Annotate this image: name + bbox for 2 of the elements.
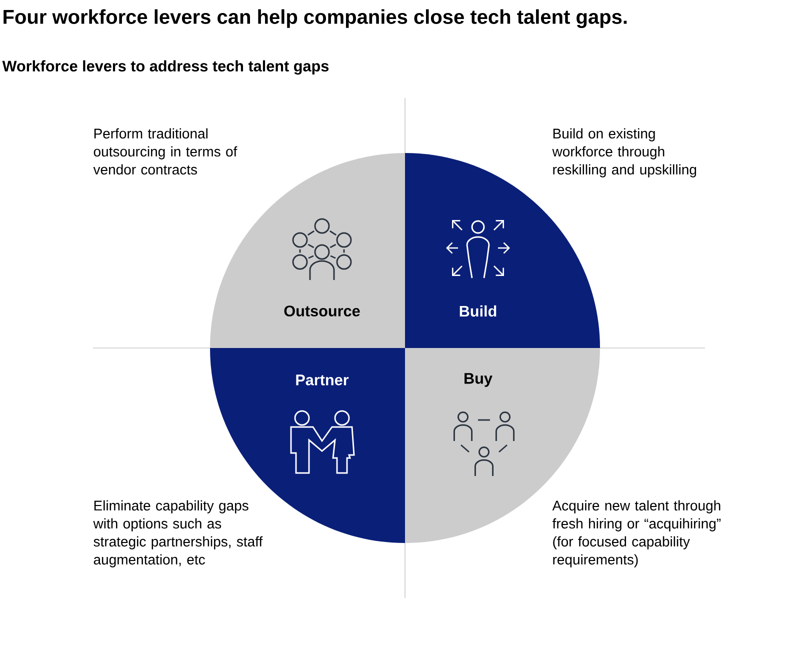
subtitle: Workforce levers to address tech talent gaps	[2, 60, 329, 75]
title: Four workforce levers can help companies close tech talent gaps.	[4, 9, 627, 28]
